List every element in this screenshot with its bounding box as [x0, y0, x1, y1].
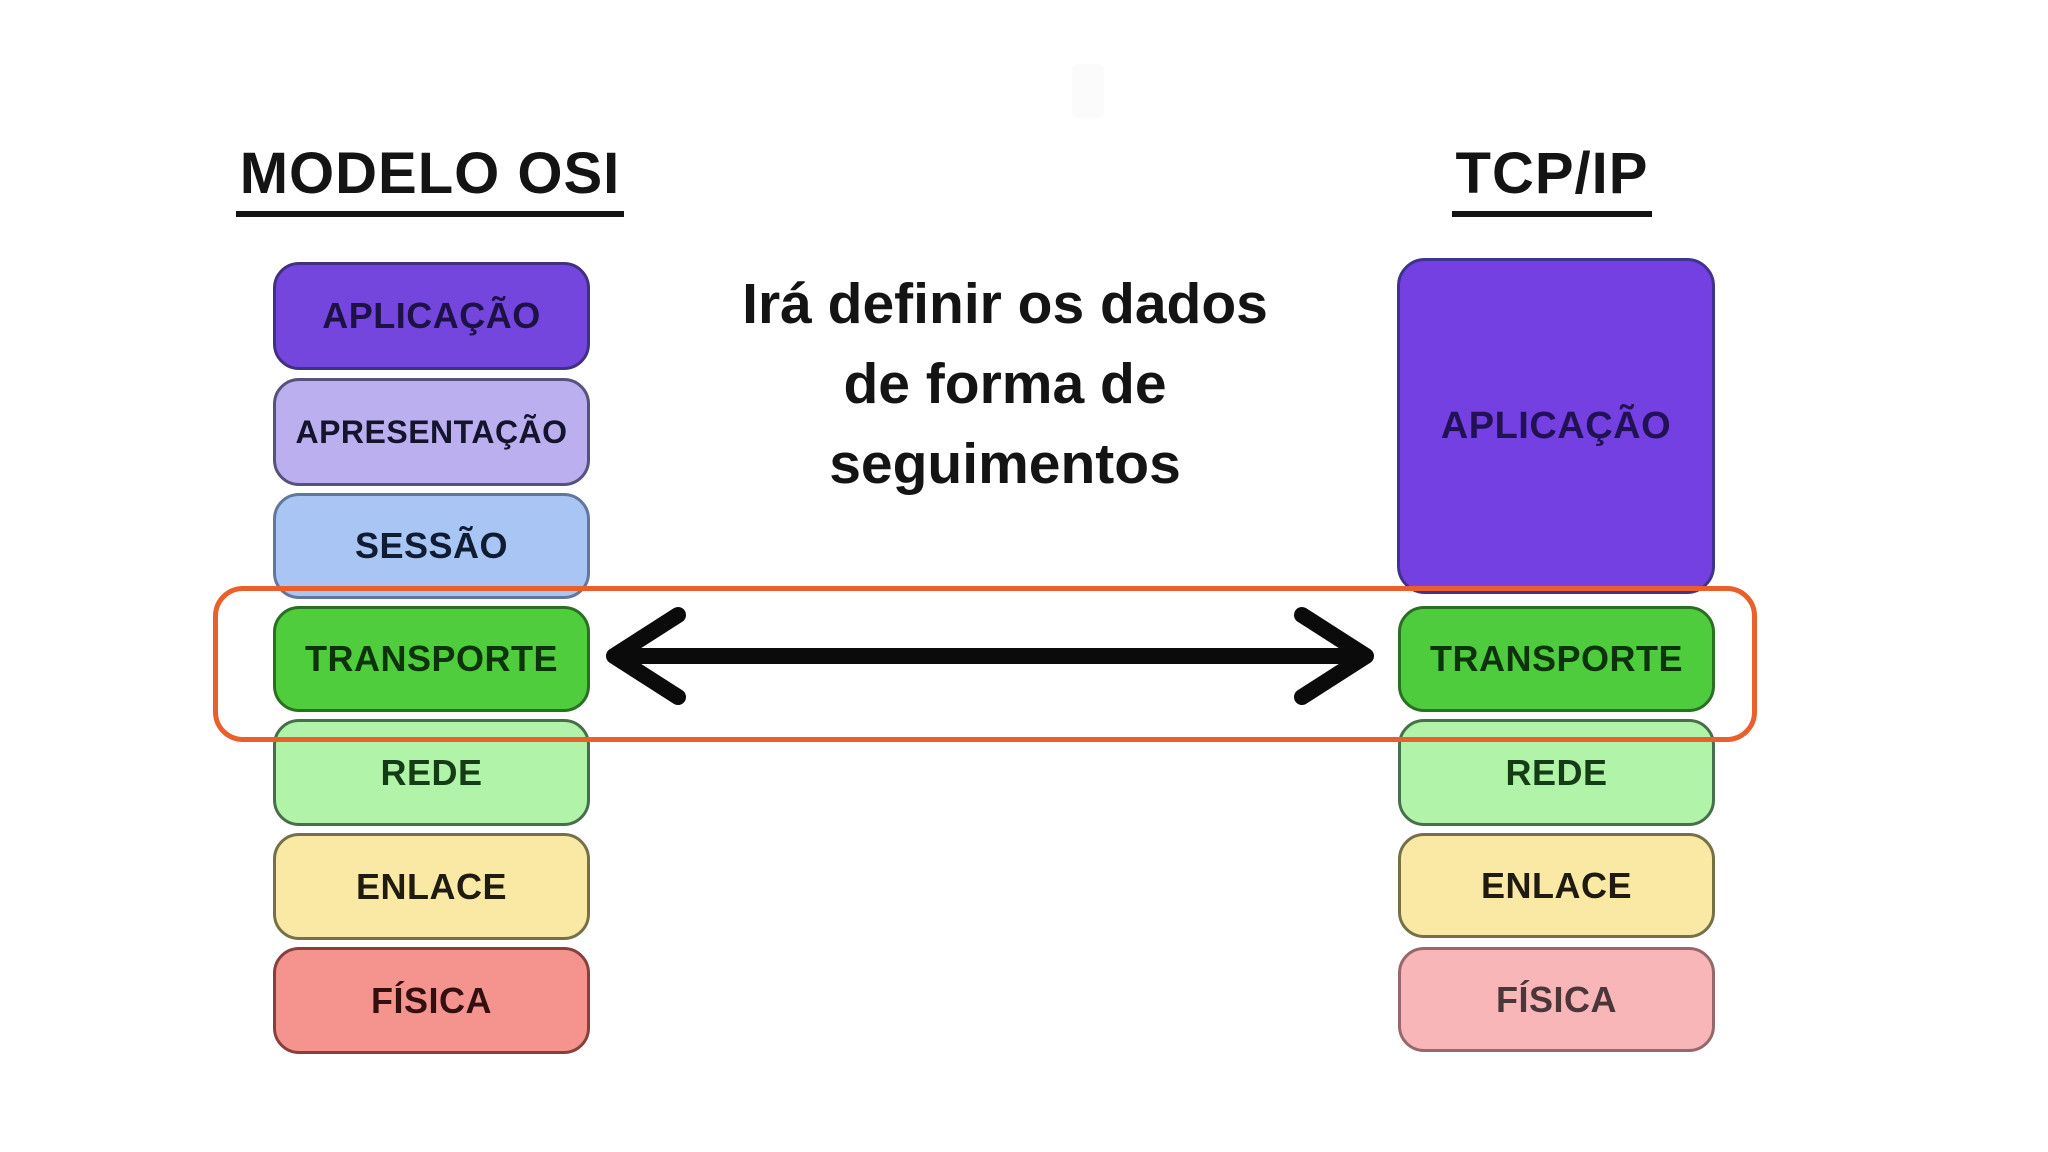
- osi-layer-sessao: SESSÃO: [273, 493, 590, 599]
- tcpip-layer-label: TRANSPORTE: [1429, 638, 1683, 679]
- tcpip-title-text: TCP/IP: [1451, 140, 1653, 217]
- osi-layer-enlace: ENLACE: [273, 833, 590, 940]
- annotation-line-1: Irá definir os dados: [742, 272, 1268, 336]
- tcpip-layer-rede: REDE: [1398, 719, 1715, 826]
- tcpip-layer-label: APLICAÇÃO: [1440, 404, 1672, 447]
- tcpip-layer-enlace: ENLACE: [1398, 833, 1715, 938]
- osi-layer-label: TRANSPORTE: [304, 638, 558, 679]
- transport-highlight-box: [213, 586, 1757, 742]
- osi-layer-transporte: TRANSPORTE: [273, 606, 590, 712]
- osi-layer-rede: REDE: [273, 719, 590, 826]
- osi-layer-label: FÍSICA: [370, 979, 492, 1021]
- osi-column-title: MODELO OSI: [170, 140, 690, 217]
- annotation-line-3: seguimentos: [829, 432, 1181, 496]
- tcpip-layer-aplicacao: APLICAÇÃO: [1397, 258, 1715, 594]
- tcpip-layer-fisica: FÍSICA: [1398, 947, 1715, 1052]
- annotation-line-2: de forma de: [843, 352, 1167, 416]
- tcpip-column-title: TCP/IP: [1292, 140, 1812, 217]
- tcpip-layer-label: ENLACE: [1480, 864, 1632, 906]
- osi-title-text: MODELO OSI: [235, 140, 625, 217]
- osi-layer-label: APRESENTAÇÃO: [295, 413, 568, 450]
- osi-layer-label: ENLACE: [355, 865, 507, 907]
- osi-layer-label: SESSÃO: [354, 525, 509, 566]
- osi-layer-fisica: FÍSICA: [273, 947, 590, 1054]
- annotation-text: Irá definir os dados de forma de seguime…: [580, 264, 1430, 504]
- osi-layer-aplicacao: APLICAÇÃO: [273, 262, 590, 370]
- tcpip-layer-transporte: TRANSPORTE: [1398, 606, 1715, 712]
- osi-layer-label: REDE: [380, 751, 483, 793]
- tcpip-layer-label: FÍSICA: [1495, 978, 1617, 1020]
- faint-watermark-blob: [1072, 64, 1104, 118]
- osi-layer-apresentacao: APRESENTAÇÃO: [273, 378, 590, 486]
- osi-layer-label: APLICAÇÃO: [322, 295, 541, 336]
- tcpip-layer-label: REDE: [1505, 751, 1608, 793]
